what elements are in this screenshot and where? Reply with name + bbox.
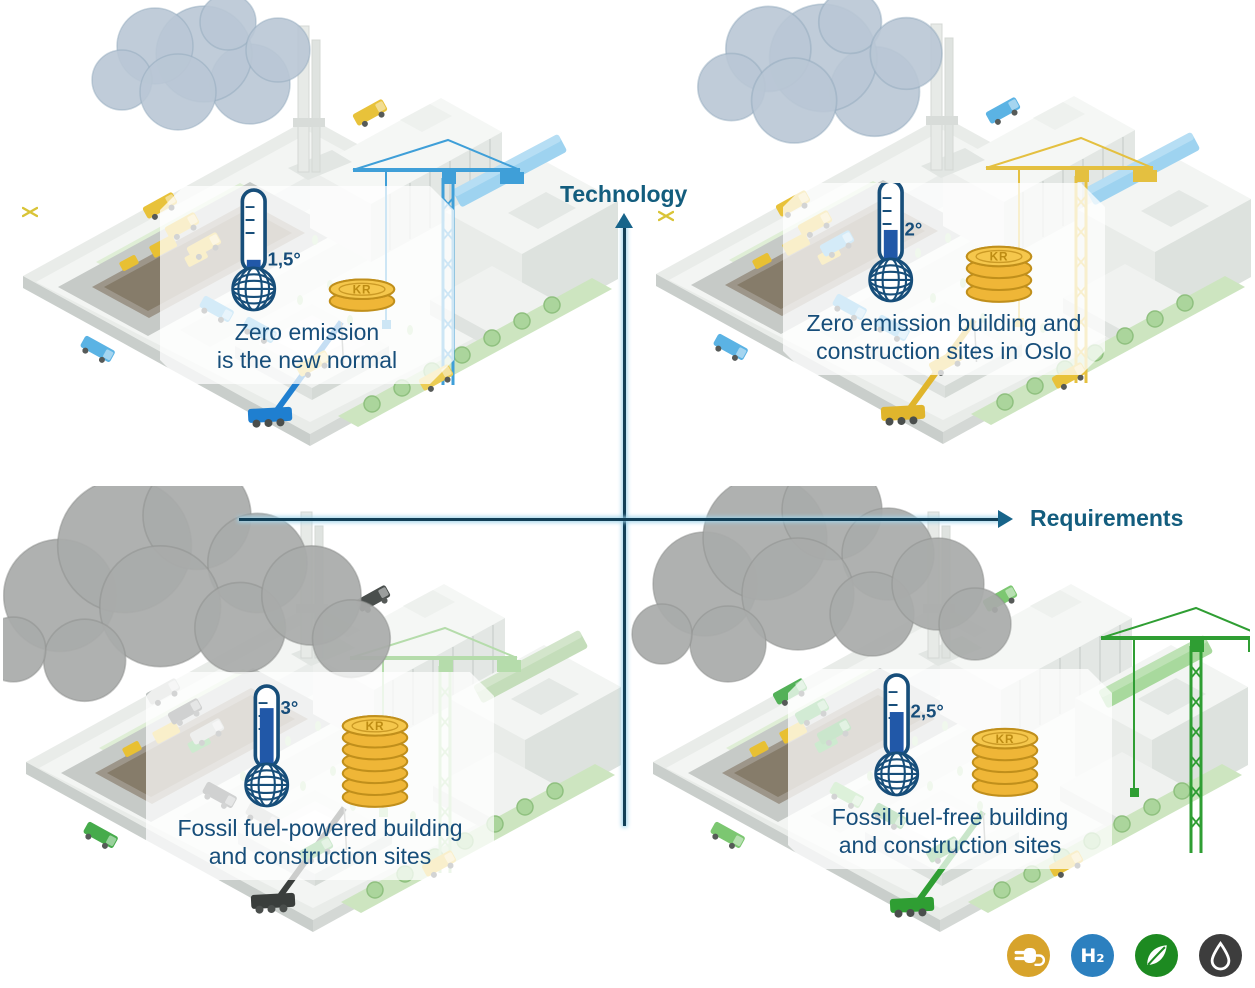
svg-text:KR: KR xyxy=(996,732,1015,746)
temperature-label: 3° xyxy=(280,697,298,718)
requirements-axis-label: Requirements xyxy=(1030,505,1184,531)
info-card: 1,5° KR Zero emission is the new normal xyxy=(160,186,454,384)
technology-axis-line xyxy=(623,226,626,826)
coin-stack-icon: KR xyxy=(960,192,1038,304)
hydrogen-badge: H₂ xyxy=(1071,934,1114,977)
globe-icon xyxy=(246,764,288,806)
technology-axis-arrow xyxy=(615,213,633,228)
temperature-label: 1,5° xyxy=(267,248,300,269)
coin-stack-icon: KR xyxy=(966,686,1044,798)
quadrant-zero-emission-oslo: 2° KR Zero emission building and constru… xyxy=(633,0,1253,498)
caption: Fossil fuel-powered building and constru… xyxy=(177,814,463,869)
info-card: 2° KR Zero emission building and constru… xyxy=(783,183,1105,375)
technology-axis-label: Technology xyxy=(560,181,688,207)
icon-row: 2° KR xyxy=(850,177,1038,305)
thermometer-globe-icon: 2° xyxy=(850,177,946,305)
temperature-label: 2,5° xyxy=(910,701,943,722)
requirements-axis-arrow xyxy=(998,510,1013,528)
caption: Fossil fuel-free building and constructi… xyxy=(831,803,1069,858)
globe-icon xyxy=(876,753,918,795)
temperature-label: 2° xyxy=(904,219,922,240)
info-card: 3° KR Fossil fuel-powered building and c… xyxy=(146,672,494,880)
sparkle-mark xyxy=(658,210,674,222)
leaf-icon xyxy=(1147,945,1167,966)
icon-row: 3° KR xyxy=(226,680,414,810)
biofuel-badge xyxy=(1135,934,1178,977)
energy-type-legend: H₂ xyxy=(1007,934,1242,977)
coin-stack-icon: KR xyxy=(323,201,401,313)
plug-icon xyxy=(1014,948,1046,967)
svg-text:KR: KR xyxy=(990,250,1009,264)
globe-icon xyxy=(233,268,275,310)
fossil-fuel-badge xyxy=(1199,934,1242,977)
coin-stack-icon: KR xyxy=(336,697,414,809)
quadrant-fossil-fuel-powered: 3° KR Fossil fuel-powered building and c… xyxy=(3,486,623,986)
requirements-axis-line xyxy=(239,518,1001,521)
globe-icon xyxy=(870,259,912,301)
thermometer-globe-icon: 3° xyxy=(226,682,322,810)
caption: Zero emission building and construction … xyxy=(806,309,1082,364)
svg-text:KR: KR xyxy=(366,719,385,733)
quadrant-fossil-fuel-free: 2,5° KR Fossil fuel-free building and co… xyxy=(630,486,1250,986)
smoke-cloud xyxy=(92,0,310,130)
electric-power-badge xyxy=(1007,934,1050,977)
smoke-cloud xyxy=(632,486,1011,682)
sparkle-mark xyxy=(22,206,38,218)
smoke-cloud xyxy=(697,0,942,144)
quadrant-zero-emission-normal: 1,5° KR Zero emission is the new normal xyxy=(0,0,620,500)
thermometer-globe-icon: 1,5° xyxy=(213,186,309,314)
hydrogen-label: H₂ xyxy=(1080,944,1105,967)
svg-text:KR: KR xyxy=(353,282,372,296)
oil-drop-icon xyxy=(1210,940,1231,971)
thermometer-globe-icon: 2,5° xyxy=(856,671,952,799)
icon-row: 2,5° KR xyxy=(856,671,1044,799)
icon-row: 1,5° KR xyxy=(213,186,401,314)
info-card: 2,5° KR Fossil fuel-free building and co… xyxy=(788,669,1112,869)
caption: Zero emission is the new normal xyxy=(216,318,398,373)
